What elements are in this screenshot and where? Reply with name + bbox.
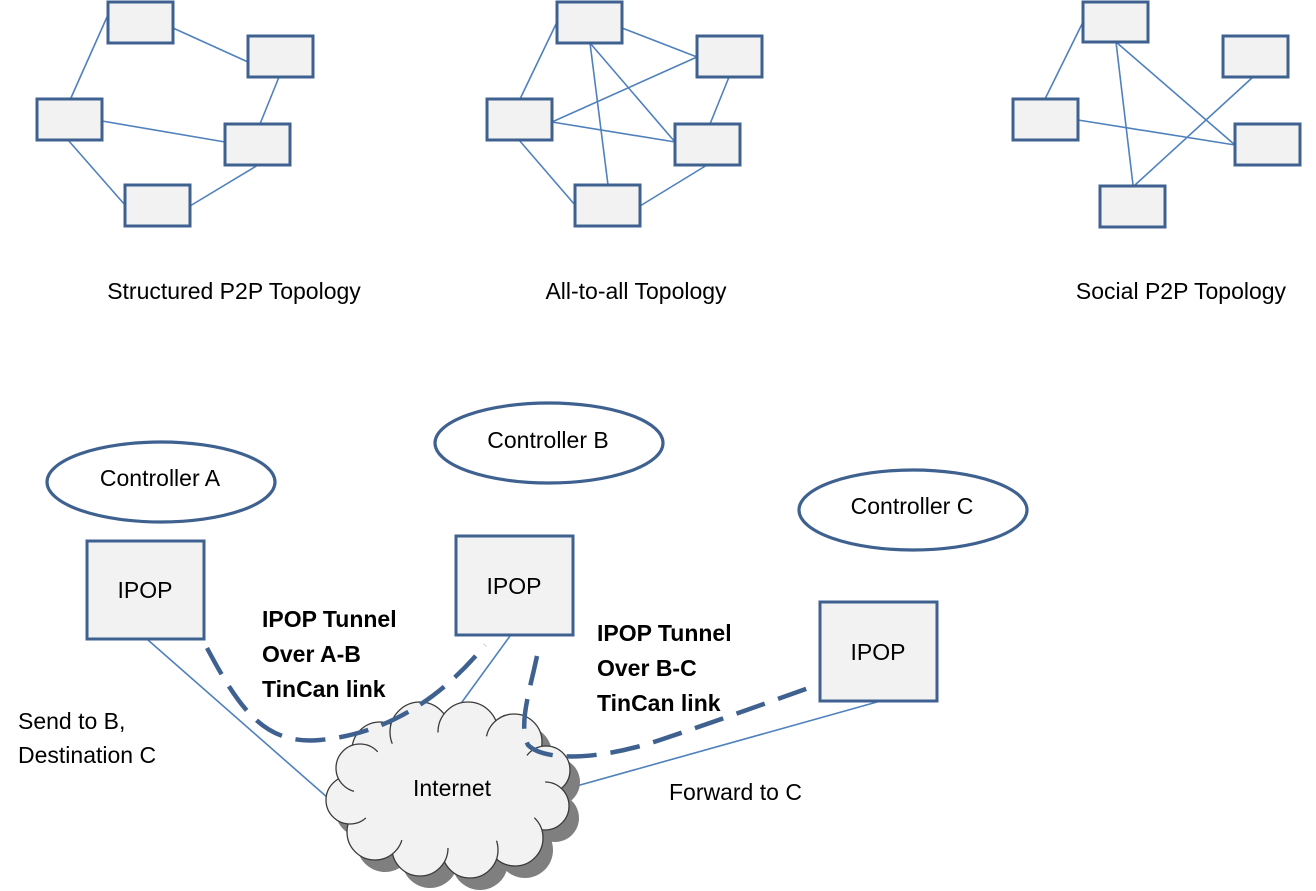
all-to-all-edge	[518, 139, 576, 206]
ipop-b-label: IPOP	[487, 573, 542, 599]
structured-node	[106, 0, 175, 45]
structured-topology	[35, 0, 315, 228]
all-to-all-node	[673, 122, 742, 167]
controller-b-ellipse	[433, 401, 665, 485]
social-node	[1011, 97, 1080, 142]
social-node	[1081, 0, 1150, 44]
all-to-all-edge	[551, 121, 676, 143]
ipop-a-box	[85, 539, 206, 641]
all-to-all-edge	[709, 76, 730, 125]
tunnel-bc-label-line3: TinCan link	[597, 690, 721, 716]
ipop-a-label: IPOP	[118, 577, 173, 603]
ipop-b-box	[454, 534, 575, 637]
all-to-all-topology	[485, 0, 764, 228]
ipop-c-label: IPOP	[851, 639, 906, 665]
tunnel-bc-label-line1: IPOP Tunnel	[597, 620, 732, 646]
social-node	[1098, 184, 1167, 229]
controller-c-ellipse	[797, 468, 1029, 552]
internet-label: Internet	[413, 775, 492, 801]
social-node	[1233, 122, 1302, 167]
structured-edge	[259, 76, 280, 125]
tunnel-ab-label-line3: TinCan link	[262, 676, 386, 702]
all-to-all-edge	[621, 27, 698, 58]
all-to-all-node	[573, 183, 642, 228]
structured-edge	[67, 139, 126, 206]
structured-node	[35, 97, 104, 142]
structured-edge	[101, 120, 226, 143]
social-node	[1221, 34, 1290, 79]
structured-topology-label: Structured P2P Topology	[107, 278, 361, 304]
ipop-c-box	[818, 600, 939, 703]
all-to-all-edge	[551, 56, 698, 123]
tunnel-b-c	[521, 655, 821, 759]
link-ipop-c-internet	[572, 701, 878, 788]
all-to-all-edge	[639, 164, 708, 207]
tunnel-a-b	[205, 643, 487, 743]
controller-c-label: Controller C	[851, 493, 974, 519]
link-ipop-a-internet	[147, 639, 329, 799]
structured-node	[246, 34, 315, 79]
all-to-all-edge	[589, 42, 676, 143]
social-edge	[1115, 41, 1134, 186]
controller-a-label: Controller A	[100, 465, 221, 491]
send-note-line1: Send to B,	[18, 708, 125, 734]
structured-edge	[189, 164, 259, 207]
send-note-line2: Destination C	[18, 742, 156, 768]
social-edge	[1134, 76, 1254, 186]
all-to-all-node	[695, 34, 764, 79]
structured-node	[123, 183, 192, 228]
tunnel-ab-label-line2: Over A-B	[262, 641, 361, 667]
social-edge	[1115, 41, 1236, 146]
social-topology-label: Social P2P Topology	[1076, 278, 1287, 304]
internet-cloud: Internet	[325, 701, 580, 890]
all-to-all-edge	[519, 21, 558, 100]
tunnel-ab-label-line1: IPOP Tunnel	[262, 606, 397, 632]
structured-node	[223, 122, 292, 167]
all-to-all-node	[555, 0, 624, 45]
controller-a-ellipse	[45, 440, 277, 524]
social-edge	[1077, 119, 1236, 146]
social-edge	[1044, 21, 1084, 100]
all-to-all-node	[485, 97, 554, 142]
all-to-all-topology-label: All-to-all Topology	[545, 278, 727, 304]
structured-edge	[69, 16, 108, 101]
cloud-fill	[354, 732, 546, 848]
all-to-all-edge	[589, 42, 609, 186]
controller-b-label: Controller B	[487, 427, 608, 453]
structured-edge	[172, 27, 249, 63]
forward-note: Forward to C	[669, 779, 802, 805]
social-topology	[1011, 0, 1302, 229]
tunnel-bc-label-line2: Over B-C	[597, 655, 697, 681]
